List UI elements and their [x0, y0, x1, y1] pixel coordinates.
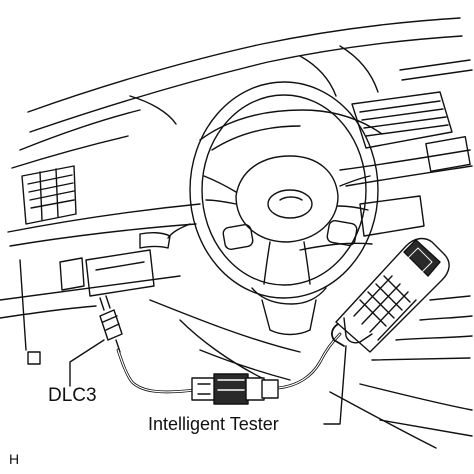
steering-wheel — [167, 81, 383, 336]
intelligent-tester-device — [331, 237, 450, 353]
dlc3-connector — [99, 295, 123, 353]
cable-adapter — [191, 373, 279, 405]
dlc3-leader-line — [69, 339, 105, 387]
leader-lines — [69, 339, 347, 425]
tester-cable — [116, 332, 342, 394]
intelligent-tester-label: Intelligent Tester — [148, 414, 279, 434]
tester-leader-line — [323, 345, 347, 425]
figure-code-label: H — [9, 451, 20, 467]
left-dash — [0, 165, 301, 381]
dlc3-label: DLC3 — [48, 385, 97, 406]
right-dash — [299, 59, 473, 449]
dashboard-top — [11, 17, 463, 169]
